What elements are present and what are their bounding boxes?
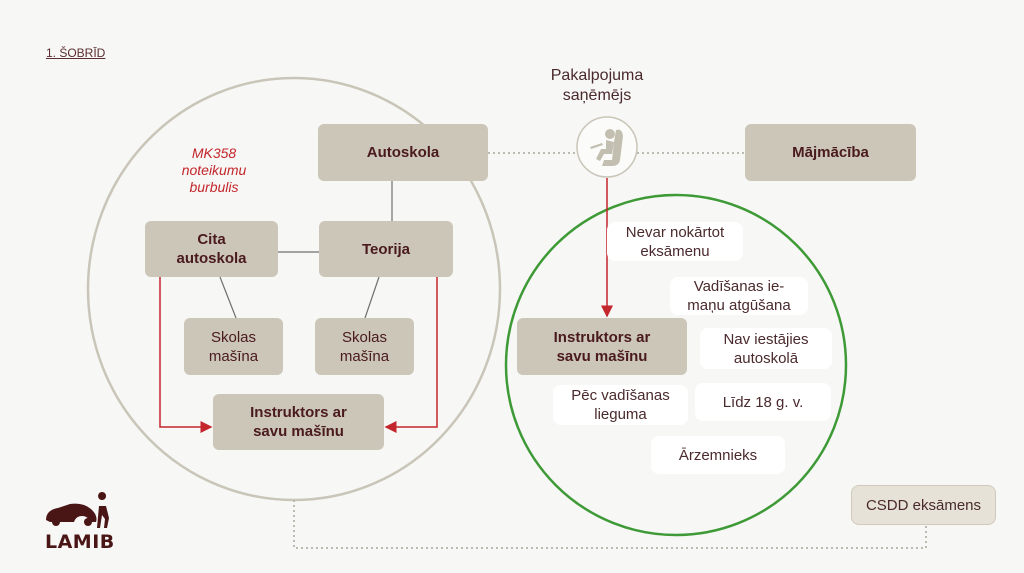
box-majmaciba: Mājmācība — [745, 124, 916, 181]
alternative-bubble — [504, 193, 848, 537]
reason-line: Pēc vadīšanas — [571, 387, 670, 404]
page-title: 1. ŠOBRĪD — [46, 46, 106, 60]
reason-item: Ārzemnieks — [651, 436, 785, 474]
box-teorija: Teorija — [319, 221, 453, 277]
box-line: Instruktors ar — [250, 404, 347, 421]
box-autoskola: Autoskola — [318, 124, 488, 181]
reason-line: eksāmenu — [640, 242, 710, 260]
reason-line: lieguma — [594, 406, 647, 423]
label-line: Pakalpojuma — [550, 67, 644, 84]
box-line: Skolas — [210, 328, 257, 346]
box-line: mašīna — [208, 347, 259, 365]
reason-line: Nevar nokārtot — [625, 223, 725, 241]
reason-item: Pēc vadīšanas lieguma — [553, 385, 688, 425]
box-line: Skolas — [341, 328, 388, 346]
gray-connectors — [219, 181, 393, 319]
label-line: MK358 — [191, 145, 237, 161]
box-line: mašīna — [339, 347, 390, 365]
reason-line: Vadīšanas ie- — [693, 278, 785, 295]
label-line: burbulis — [189, 179, 239, 195]
dotted-connectors — [293, 152, 927, 549]
red-arrows — [159, 178, 613, 433]
reason-item: Vadīšanas ie-maņu atgūšana — [670, 277, 808, 315]
box-line: savu mašīnu — [253, 423, 344, 440]
person-in-car-seat-icon — [576, 116, 638, 178]
svg-text:LAMIB: LAMIB — [45, 531, 115, 553]
label-line: noteikumu — [181, 162, 247, 178]
reason-line: autoskolā — [733, 349, 799, 367]
box-line: savu mašīnu — [556, 347, 648, 365]
box-line: Instruktors ar — [553, 328, 651, 346]
box-line: autoskola — [176, 250, 247, 267]
reason-line: maņu atgūšana — [687, 297, 791, 314]
lamib-logo: LAMIB — [45, 492, 115, 553]
reason-line: Nav iestājies — [723, 330, 809, 348]
box-csdd-eksamens: CSDD eksāmens — [851, 485, 996, 525]
service-recipient-label: Pakalpojuma saņēmējs — [537, 66, 657, 106]
box-line: Cita — [197, 231, 226, 248]
mk358-bubble-label: MK358 noteikumu burbulis — [164, 145, 264, 196]
box-cita-autoskola: Cita autoskola — [145, 221, 278, 277]
reason-item: Līdz 18 g. v. — [695, 383, 831, 421]
label-line: saņēmējs — [562, 87, 632, 104]
box-instruktors-left: Instruktors ar savu mašīnu — [213, 394, 384, 450]
